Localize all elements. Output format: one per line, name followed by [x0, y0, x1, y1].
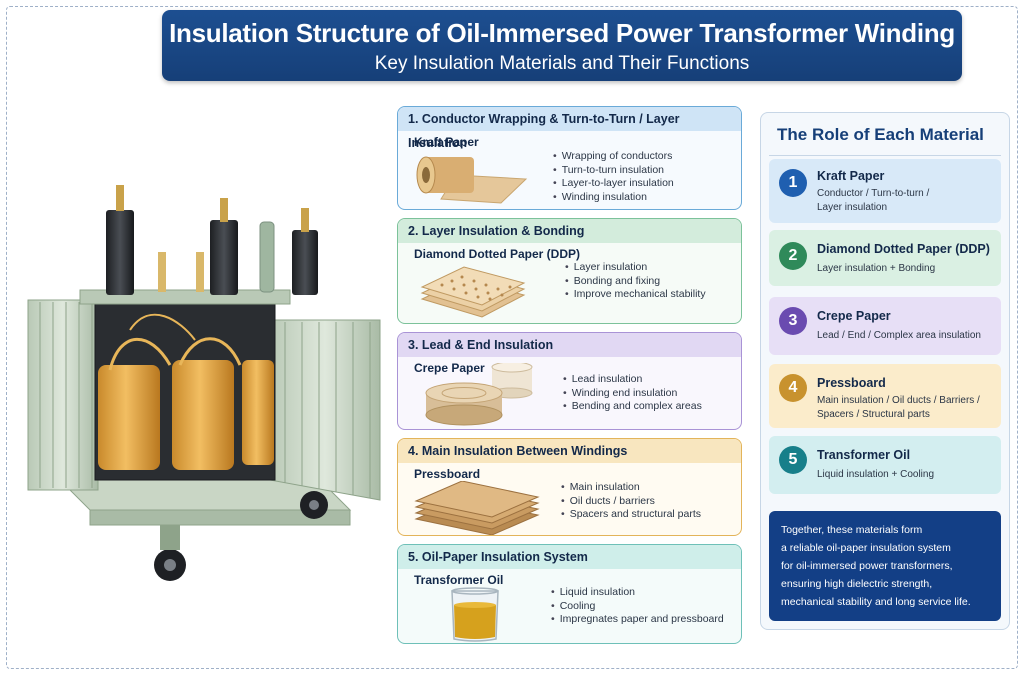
- role-desc: Layer insulation: [817, 202, 888, 213]
- card-kraft-paper: 1. Conductor Wrapping & Turn-to-Turn / L…: [397, 106, 742, 210]
- material-name: Kraft Paper: [414, 135, 479, 149]
- roles-panel: The Role of Each Material 1 Kraft Paper …: [760, 112, 1010, 630]
- bullet-item: Lead insulation: [563, 373, 702, 387]
- role-ddp: 2 Diamond Dotted Paper (DDP) Layer insul…: [769, 230, 1001, 286]
- role-name: Crepe Paper: [817, 309, 891, 323]
- role-name: Kraft Paper: [817, 169, 885, 183]
- number-badge: 4: [779, 374, 807, 402]
- role-desc: Layer insulation + Bonding: [817, 263, 936, 274]
- card-diamond-dotted-paper: 2. Layer Insulation & Bonding Diamond Do…: [397, 218, 742, 324]
- diamond-dotted-paper-icon: [420, 266, 526, 318]
- bullet-item: Spacers and structural parts: [561, 508, 701, 522]
- bullet-item: Liquid insulation: [551, 586, 724, 600]
- card-heading: 3. Lead & End Insulation: [398, 333, 741, 357]
- role-pressboard: 4 Pressboard Main insulation / Oil ducts…: [769, 364, 1001, 428]
- card-heading: 4. Main Insulation Between Windings: [398, 439, 741, 463]
- bottom-cooling-fins: [58, 479, 352, 526]
- card-heading: 5. Oil-Paper Insulation System: [398, 545, 741, 569]
- bullet-item: Bending and complex areas: [563, 400, 702, 414]
- bullet-item: Wrapping of conductors: [553, 150, 674, 164]
- page-subtitle: Key Insulation Materials and Their Funct…: [374, 53, 750, 74]
- summary-line: ensuring high dielectric strength,: [781, 578, 933, 590]
- summary-line: Together, these materials form: [781, 524, 923, 536]
- oil-beaker-icon: [451, 587, 499, 642]
- role-desc: Main insulation / Oil ducts / Barriers /: [817, 395, 980, 406]
- role-desc: Lead / End / Complex area insulation: [817, 330, 981, 341]
- left-radiator: [27, 299, 99, 491]
- role-name: Transformer Oil: [817, 448, 911, 462]
- card-heading: 1. Conductor Wrapping & Turn-to-Turn / L…: [398, 107, 741, 150]
- bullet-item: Layer-to-layer insulation: [553, 177, 674, 191]
- role-crepe-paper: 3 Crepe Paper Lead / End / Complex area …: [769, 297, 1001, 355]
- transformer-illustration: [27, 185, 381, 581]
- bullet-item: Oil ducts / barriers: [561, 495, 701, 509]
- card-crepe-paper: 3. Lead & End Insulation Crepe Paper Lea…: [397, 332, 742, 430]
- number-badge: 3: [779, 307, 807, 335]
- summary-line: a reliable oil-paper insulation system: [781, 542, 951, 554]
- summary-line: mechanical stability and long service li…: [781, 596, 971, 608]
- bullet-item: Layer insulation: [565, 261, 706, 275]
- winding-coils: [98, 313, 274, 470]
- role-name: Pressboard: [817, 376, 886, 390]
- page-title: Insulation Structure of Oil-Immersed Pow…: [169, 18, 955, 48]
- role-desc: Conductor / Turn-to-turn /: [817, 188, 930, 199]
- material-name: Crepe Paper: [414, 361, 485, 375]
- number-badge: 2: [779, 242, 807, 270]
- card-heading: 2. Layer Insulation & Bonding: [398, 219, 741, 243]
- bullet-item: Impregnates paper and pressboard: [551, 613, 724, 627]
- role-name: Diamond Dotted Paper (DDP): [817, 242, 990, 256]
- summary-line: for oil-immersed power transformers,: [781, 560, 953, 572]
- material-name: Pressboard: [414, 467, 481, 481]
- bullet-item: Winding end insulation: [563, 387, 702, 401]
- page-frame: [6, 6, 1018, 669]
- role-transformer-oil: 5 Transformer Oil Liquid insulation + Co…: [769, 436, 1001, 494]
- header-banner: Insulation Structure of Oil-Immersed Pow…: [162, 10, 962, 81]
- divider: [769, 155, 1001, 156]
- role-kraft-paper: 1 Kraft Paper Conductor / Turn-to-turn /…: [769, 159, 1001, 223]
- material-name: Transformer Oil: [414, 573, 504, 587]
- bullet-item: Winding insulation: [553, 191, 674, 205]
- number-badge: 5: [779, 446, 807, 474]
- bullet-item: Turn-to-turn insulation: [553, 164, 674, 178]
- pressboard-sheets-icon: [414, 481, 540, 535]
- kraft-paper-roll-icon: [416, 156, 528, 204]
- bullet-item: Cooling: [551, 600, 724, 614]
- high-voltage-bushings: [106, 185, 318, 295]
- transport-wheels: [154, 491, 328, 581]
- number-badge: 1: [779, 169, 807, 197]
- bullet-item: Bonding and fixing: [565, 275, 706, 289]
- material-name: Diamond Dotted Paper (DDP): [414, 247, 581, 261]
- crepe-paper-roll-icon: [425, 363, 533, 426]
- panel-title: The Role of Each Material: [777, 125, 984, 144]
- right-radiator: [269, 319, 381, 501]
- bullet-item: Improve mechanical stability: [565, 288, 706, 302]
- role-desc: Spacers / Structural parts: [817, 409, 930, 420]
- card-pressboard: 4. Main Insulation Between Windings Pres…: [397, 438, 742, 536]
- role-desc: Liquid insulation + Cooling: [817, 469, 935, 480]
- bullet-item: Main insulation: [561, 481, 701, 495]
- summary-box: Together, these materials form a reliabl…: [769, 511, 1001, 621]
- card-transformer-oil: 5. Oil-Paper Insulation System Transform…: [397, 544, 742, 644]
